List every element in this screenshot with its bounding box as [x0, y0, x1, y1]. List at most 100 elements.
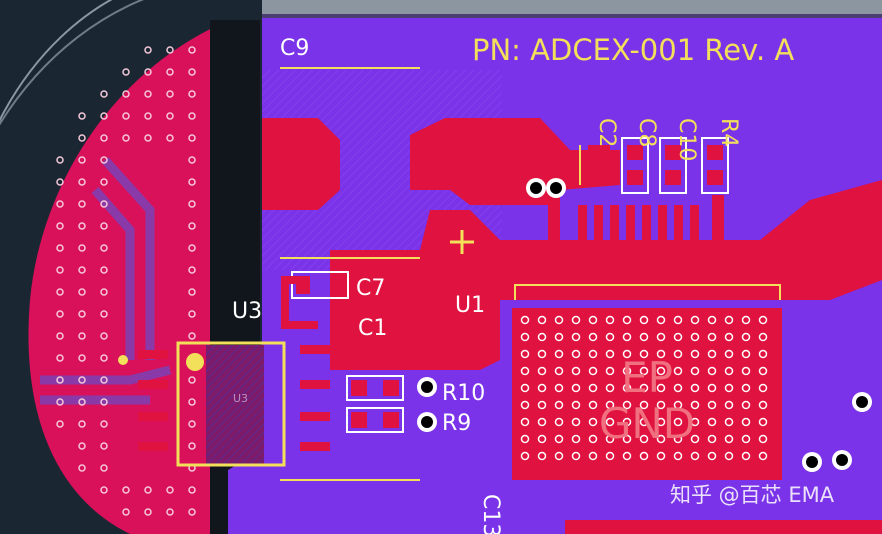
via [622, 434, 632, 444]
designator-c13: C13 [478, 494, 503, 534]
via [166, 112, 174, 120]
via [758, 400, 768, 410]
via [78, 134, 86, 142]
via [78, 266, 86, 274]
via [571, 349, 581, 359]
via [554, 349, 564, 359]
via [707, 332, 717, 342]
via [707, 451, 717, 461]
via [188, 134, 196, 142]
via [673, 315, 683, 325]
via [724, 400, 734, 410]
via [188, 200, 196, 208]
via [188, 332, 196, 340]
via [605, 332, 615, 342]
via [707, 383, 717, 393]
via [724, 434, 734, 444]
via [56, 398, 64, 406]
via [605, 451, 615, 461]
via [122, 90, 130, 98]
designator-u3: U3 [232, 299, 262, 324]
vias-black [417, 178, 872, 472]
via [144, 486, 152, 494]
via [758, 451, 768, 461]
via [56, 310, 64, 318]
via [166, 46, 174, 54]
via [673, 383, 683, 393]
finger-trace [626, 205, 635, 265]
via [724, 332, 734, 342]
via [554, 315, 564, 325]
via [622, 383, 632, 393]
via [144, 90, 152, 98]
via [100, 288, 108, 296]
via [605, 434, 615, 444]
via-hole [806, 456, 818, 468]
via [588, 349, 598, 359]
via [707, 417, 717, 427]
via [520, 400, 530, 410]
via [537, 417, 547, 427]
via [100, 420, 108, 428]
via [690, 383, 700, 393]
via [588, 332, 598, 342]
via [100, 376, 108, 384]
via [56, 332, 64, 340]
via [166, 134, 174, 142]
via [656, 383, 666, 393]
ep-label: EP [621, 353, 673, 402]
silkscreen-lines [280, 67, 781, 481]
via [78, 354, 86, 362]
via [122, 68, 130, 76]
via [707, 434, 717, 444]
via [78, 398, 86, 406]
bottom-copper-strip [565, 520, 882, 534]
via [188, 442, 196, 450]
via [56, 200, 64, 208]
via [144, 134, 152, 142]
via [188, 420, 196, 428]
via [571, 400, 581, 410]
via [537, 315, 547, 325]
via [741, 383, 751, 393]
via-hole [421, 381, 433, 393]
via [56, 266, 64, 274]
via [554, 400, 564, 410]
via [554, 417, 564, 427]
via [100, 90, 108, 98]
via [520, 434, 530, 444]
via [100, 332, 108, 340]
via [571, 434, 581, 444]
watermark-text: 知乎 @百芯 EMA [670, 483, 835, 507]
designator-c1: C1 [358, 316, 387, 341]
via [144, 46, 152, 54]
via [554, 383, 564, 393]
via [100, 134, 108, 142]
via [741, 315, 751, 325]
via [656, 451, 666, 461]
via [758, 383, 768, 393]
via [571, 315, 581, 325]
via [707, 349, 717, 359]
via [166, 90, 174, 98]
via [588, 366, 598, 376]
designator-c7: C7 [356, 276, 385, 301]
via [78, 464, 86, 472]
via [188, 310, 196, 318]
via [520, 383, 530, 393]
via [537, 332, 547, 342]
via [724, 451, 734, 461]
via [707, 366, 717, 376]
designator-c10: C10 [674, 118, 699, 161]
via [78, 200, 86, 208]
via [690, 400, 700, 410]
designator-u1: U1 [455, 293, 485, 318]
via [78, 288, 86, 296]
via [656, 434, 666, 444]
finger-trace [594, 205, 603, 265]
via [690, 332, 700, 342]
finger-trace [578, 205, 587, 265]
via [188, 486, 196, 494]
designator-c9: C9 [280, 36, 309, 61]
